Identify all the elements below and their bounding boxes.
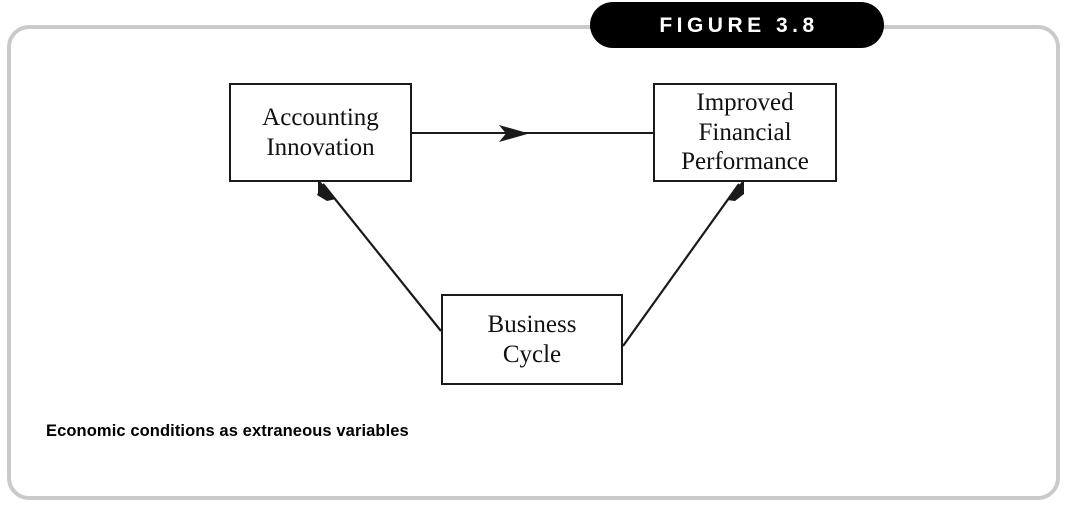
figure-number-label: FIGURE 3.8 xyxy=(659,13,819,37)
node-improved-financial-performance: Improved Financial Performance xyxy=(653,83,837,182)
node-accounting-innovation: Accounting Innovation xyxy=(229,83,412,182)
node-business-cycle: Business Cycle xyxy=(441,294,623,385)
figure-number-badge: FIGURE 3.8 xyxy=(590,2,884,48)
node-accounting-innovation-label: Accounting Innovation xyxy=(262,104,379,161)
node-business-cycle-label: Business Cycle xyxy=(487,311,577,368)
node-improved-financial-performance-label: Improved Financial Performance xyxy=(681,89,809,176)
figure-caption: Economic conditions as extraneous variab… xyxy=(46,422,409,440)
figure-frame xyxy=(7,25,1060,500)
